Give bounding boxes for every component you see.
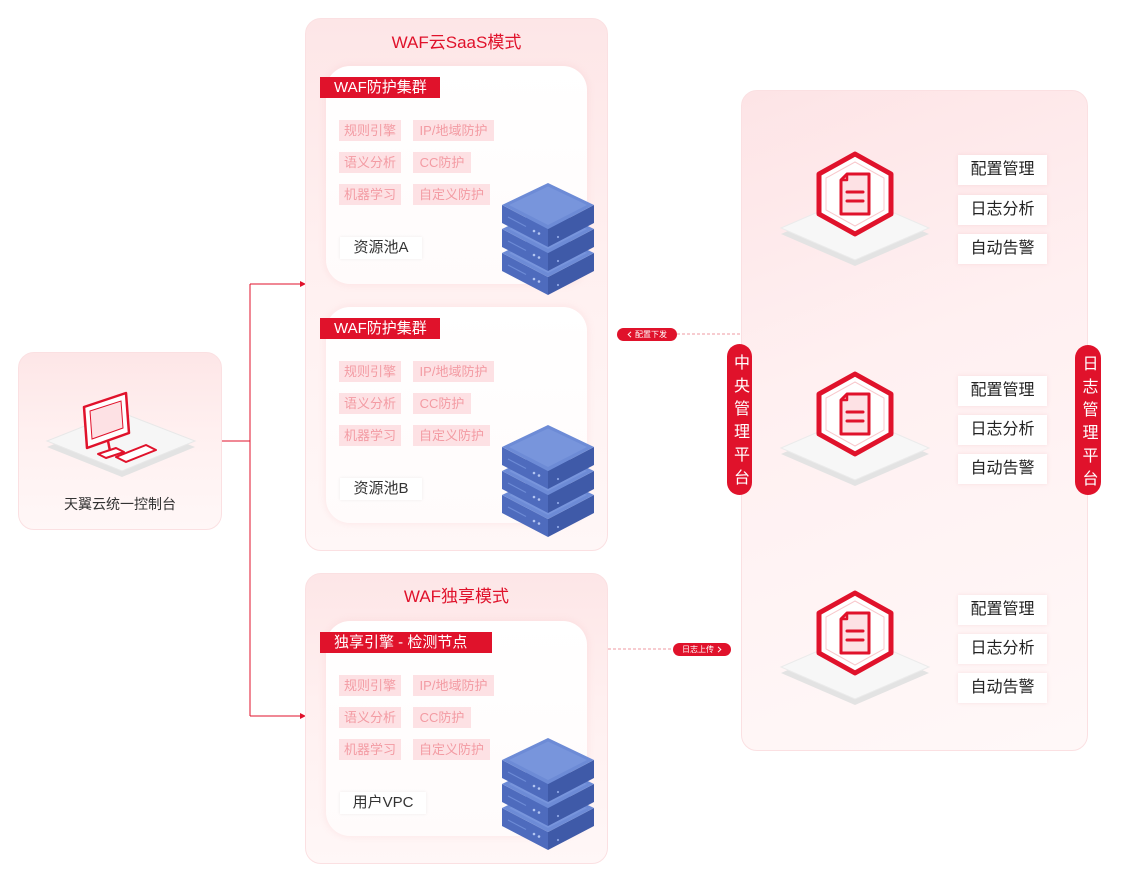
tag-machine-learning: 机器学习 [339, 425, 401, 446]
dedicated-title: WAF独享模式 [403, 587, 510, 606]
tag-cc-protection: CC防护 [413, 152, 471, 173]
monitor-icon [45, 391, 197, 477]
pool-label: 用户VPC [340, 792, 426, 814]
menu-item-log-analysis: 日志分析 [958, 634, 1047, 664]
tag-rule-engine: 规则引擎 [339, 120, 401, 141]
document-hexagon-icon [775, 150, 935, 270]
dedicated-node-badge: 独享引擎 - 检测节点 [320, 632, 492, 653]
tag-custom-protection: 自定义防护 [413, 425, 490, 446]
menu-item-log-analysis: 日志分析 [958, 195, 1047, 225]
tag-ip-geo-protection: IP/地域防护 [413, 120, 494, 141]
central-platform-pill: 中央管理平台 [727, 344, 752, 495]
server-stack-icon [500, 183, 596, 297]
log-platform-pill: 日志管理平台 [1075, 345, 1101, 495]
menu-item-config-management: 配置管理 [958, 595, 1047, 625]
tag-machine-learning: 机器学习 [339, 739, 401, 760]
cluster-badge: WAF防护集群 [320, 318, 440, 339]
tag-ip-geo-protection: IP/地域防护 [413, 675, 494, 696]
tag-ip-geo-protection: IP/地域防护 [413, 361, 494, 382]
cluster-badge: WAF防护集群 [320, 77, 440, 98]
menu-item-config-management: 配置管理 [958, 376, 1047, 406]
tag-semantic-analysis: 语义分析 [339, 152, 401, 173]
tag-machine-learning: 机器学习 [339, 184, 401, 205]
log-upload-label: 日志上传 [682, 645, 714, 654]
server-stack-icon [500, 425, 596, 539]
config-push-pill: 配置下发 [617, 328, 677, 341]
saas-title: WAF云SaaS模式 [391, 33, 522, 52]
document-hexagon-icon [775, 370, 935, 490]
chevron-left-icon [627, 331, 632, 338]
tag-semantic-analysis: 语义分析 [339, 393, 401, 414]
tag-rule-engine: 规则引擎 [339, 361, 401, 382]
server-stack-icon [500, 738, 596, 852]
document-hexagon-icon [775, 589, 935, 709]
tag-custom-protection: 自定义防护 [413, 739, 490, 760]
menu-item-auto-alert: 自动告警 [958, 454, 1047, 484]
tag-rule-engine: 规则引擎 [339, 675, 401, 696]
tag-semantic-analysis: 语义分析 [339, 707, 401, 728]
chevron-right-icon [717, 646, 722, 653]
tag-cc-protection: CC防护 [413, 393, 471, 414]
tag-cc-protection: CC防护 [413, 707, 471, 728]
tag-custom-protection: 自定义防护 [413, 184, 490, 205]
menu-item-config-management: 配置管理 [958, 155, 1047, 185]
menu-item-auto-alert: 自动告警 [958, 673, 1047, 703]
saas-arrow-icon [300, 281, 306, 287]
console-label: 天翼云统一控制台 [64, 496, 176, 512]
log-upload-pill: 日志上传 [673, 643, 731, 656]
pool-label: 资源池B [340, 478, 422, 500]
menu-item-log-analysis: 日志分析 [958, 415, 1047, 445]
menu-item-auto-alert: 自动告警 [958, 234, 1047, 264]
config-push-label: 配置下发 [635, 330, 667, 339]
log-platform-label: 日志管理平台 [1079, 354, 1097, 493]
dedicated-arrow-icon [300, 713, 306, 719]
central-platform-label: 中央管理平台 [731, 354, 748, 492]
pool-label: 资源池A [340, 237, 422, 259]
